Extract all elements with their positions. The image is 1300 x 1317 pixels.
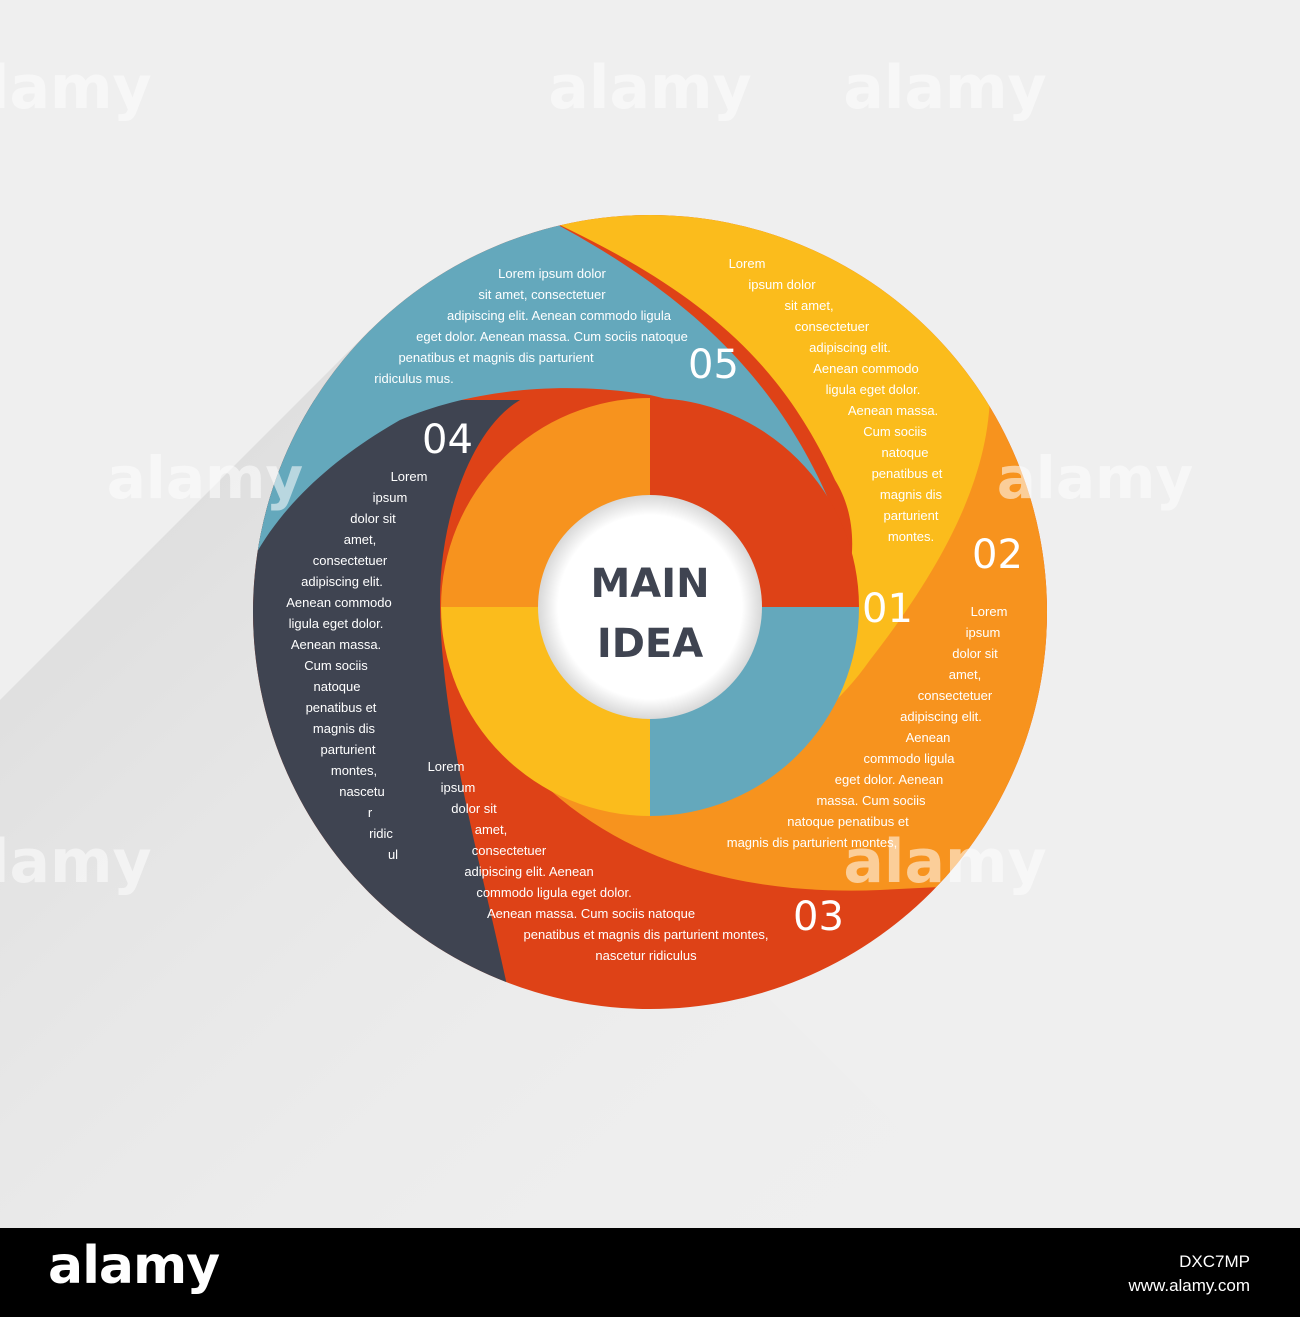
segment-04-text-line: amet, bbox=[344, 532, 377, 547]
segment-03-text-line: nascetur ridiculus bbox=[595, 948, 697, 963]
segment-04-text-line: r bbox=[368, 805, 373, 820]
segment-03-text: Lorem ipsum dolor sit amet, consectetuer adip… bbox=[428, 759, 769, 963]
watermark-layer: alamy alamy alamy alamy alamy alamy alamy bbox=[0, 53, 1193, 897]
segment-03-text-line: ipsum bbox=[441, 780, 476, 795]
segment-02-text-line: natoque penatibus et bbox=[787, 814, 909, 829]
segment-03-text-line: adipiscing elit. Aenean bbox=[464, 864, 593, 879]
segment-04-text-line: Cum sociis bbox=[304, 658, 368, 673]
segment-04-text-line: Lorem bbox=[391, 469, 428, 484]
segment-03-text-line: penatibus et magnis dis parturient monte… bbox=[524, 927, 769, 942]
segment-03-text-line: Lorem bbox=[428, 759, 465, 774]
segment-01-text-line: adipiscing elit. bbox=[809, 340, 891, 355]
segment-04-text-line: magnis dis bbox=[313, 721, 376, 736]
segment-01-text-line: montes. bbox=[888, 529, 934, 544]
segment-05-text: Lorem ipsum dolor sit amet, consectetuer a… bbox=[374, 266, 688, 386]
segment-04-text-line: parturient bbox=[321, 742, 376, 757]
segment-05-text-line: ridiculus mus. bbox=[374, 371, 453, 386]
segment-01-text-line: Lorem bbox=[729, 256, 766, 271]
segment-05-number: 05 bbox=[688, 342, 739, 388]
segment-05-text-line: adipiscing elit. Aenean commodo ligula bbox=[447, 308, 672, 323]
watermark: alamy bbox=[843, 827, 1046, 897]
center-circle bbox=[538, 495, 762, 719]
segment-04-text-line: nascetu bbox=[339, 784, 385, 799]
segment-01-text-line: ligula eget dolor. bbox=[826, 382, 921, 397]
segment-01-number: 01 bbox=[862, 586, 913, 632]
segment-02-text-line: adipiscing elit. bbox=[900, 709, 982, 724]
segment-03-text-line: dolor sit bbox=[451, 801, 497, 816]
watermark: alamy bbox=[107, 444, 303, 512]
center-line-1: MAIN bbox=[590, 561, 709, 607]
segment-02-text-line: ipsum bbox=[966, 625, 1001, 640]
segment-01-text-line: ipsum dolor bbox=[748, 277, 816, 292]
segment-03-text-line: commodo ligula eget dolor. bbox=[476, 885, 631, 900]
process-cycle-diagram: MAIN IDEA 01 02 03 04 05 Lorem ipsum dol… bbox=[0, 53, 1193, 1228]
segment-02-text-line: Aenean bbox=[906, 730, 951, 745]
footer-bar bbox=[0, 1228, 1300, 1317]
segment-04-text-line: ipsum bbox=[373, 490, 408, 505]
segment-01-shape bbox=[545, 215, 991, 770]
segment-01-text-line: parturient bbox=[884, 508, 939, 523]
segment-01-text-line: Aenean massa. bbox=[848, 403, 938, 418]
segment-04-number: 04 bbox=[422, 417, 473, 463]
segment-03-number: 03 bbox=[793, 894, 844, 940]
watermark: alamy bbox=[0, 53, 152, 123]
watermark: alamy bbox=[0, 827, 152, 897]
segment-04-text-line: ul bbox=[388, 847, 398, 862]
footer-logo: alamy bbox=[48, 1236, 220, 1296]
segment-04-text-line: consectetuer bbox=[313, 553, 388, 568]
footer-image-id: DXC7MP bbox=[1179, 1252, 1250, 1271]
segment-03-text-line: consectetuer bbox=[472, 843, 547, 858]
segment-05-text-line: eget dolor. Aenean massa. Cum sociis nat… bbox=[416, 329, 688, 344]
center-line-2: IDEA bbox=[597, 621, 703, 667]
segment-03-text-line: amet, bbox=[475, 822, 508, 837]
segment-01-text-line: magnis dis bbox=[880, 487, 943, 502]
segment-01-text-line: sit amet, bbox=[784, 298, 833, 313]
segment-02-text-line: amet, bbox=[949, 667, 982, 682]
segment-04-text-line: Aenean massa. bbox=[291, 637, 381, 652]
segment-05-text-line: Lorem ipsum dolor bbox=[498, 266, 606, 281]
segment-05-text-line: sit amet, consectetuer bbox=[478, 287, 606, 302]
segment-02-text-line: dolor sit bbox=[952, 646, 998, 661]
canvas: MAIN IDEA 01 02 03 04 05 Lorem ipsum dol… bbox=[0, 53, 1193, 1228]
segment-04-text-line: adipiscing elit. bbox=[301, 574, 383, 589]
segment-04-text-line: penatibus et bbox=[306, 700, 377, 715]
segment-01-text-line: Aenean commodo bbox=[813, 361, 919, 376]
segment-02-text-line: magnis dis parturient montes, bbox=[727, 835, 898, 850]
watermark: alamy bbox=[548, 53, 751, 123]
segment-01-text-line: Cum sociis bbox=[863, 424, 927, 439]
segment-04-text-line: montes, bbox=[331, 763, 377, 778]
footer-site: www.alamy.com bbox=[1128, 1276, 1250, 1295]
segment-04-text-line: ridic bbox=[369, 826, 393, 841]
segment-01-text-line: natoque bbox=[882, 445, 929, 460]
segment-01-text-line: consectetuer bbox=[795, 319, 870, 334]
segment-04-text-line: dolor sit bbox=[350, 511, 396, 526]
segment-04-text-line: ligula eget dolor. bbox=[289, 616, 384, 631]
segment-05-text-line: penatibus et magnis dis parturient bbox=[398, 350, 594, 365]
segment-01-text: Lorem ipsum dolor sit amet, consectetuer adi… bbox=[729, 256, 943, 544]
segment-03-text-line: Aenean massa. Cum sociis natoque bbox=[487, 906, 695, 921]
segment-02-text-line: Lorem bbox=[971, 604, 1008, 619]
segment-02-shape bbox=[550, 390, 1047, 891]
segment-02-number: 02 bbox=[972, 532, 1023, 578]
watermark: alamy bbox=[997, 444, 1193, 512]
segment-02-text-line: eget dolor. Aenean bbox=[835, 772, 943, 787]
segment-01-text-line: penatibus et bbox=[872, 466, 943, 481]
segment-02-text-line: commodo ligula bbox=[863, 751, 955, 766]
segment-02-text: Lorem ipsum dolor sit amet, consectetuer adip… bbox=[727, 604, 1008, 850]
segment-04-shape bbox=[253, 400, 520, 1009]
footer-image-info: DXC7MP www.alamy.com bbox=[1128, 1250, 1250, 1298]
segment-02-text-line: consectetuer bbox=[918, 688, 993, 703]
segment-04-text: Lorem ipsum dolor sit amet, consectetuer adip… bbox=[286, 469, 427, 862]
segment-02-text-line: massa. Cum sociis bbox=[816, 793, 926, 808]
segment-04-text-line: Aenean commodo bbox=[286, 595, 392, 610]
watermark: alamy bbox=[843, 53, 1046, 123]
segment-04-text-line: natoque bbox=[314, 679, 361, 694]
